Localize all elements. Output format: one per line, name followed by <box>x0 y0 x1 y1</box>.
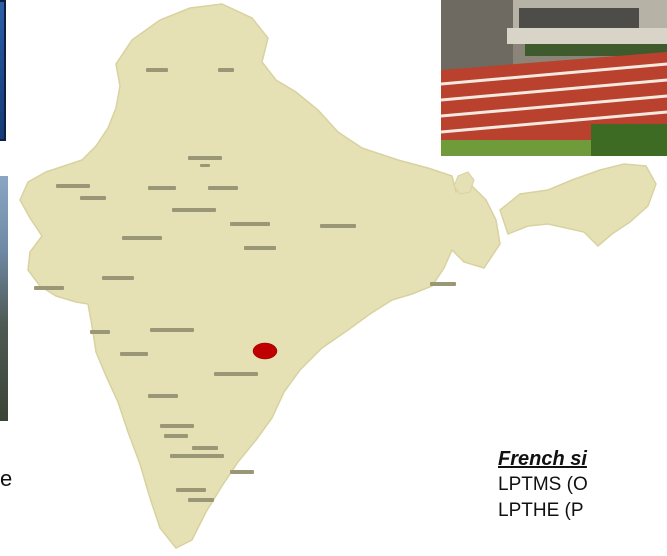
location-marker <box>252 342 278 360</box>
left-text-fragment: e <box>0 466 12 491</box>
island-shape <box>453 171 475 195</box>
french-sites-heading: French si <box>498 448 587 470</box>
cropped-city-photo <box>0 176 8 421</box>
campus-photo <box>441 0 667 156</box>
cropped-photo-blue <box>0 0 6 141</box>
map-label-blurs <box>34 68 456 502</box>
india-mainland-shape <box>19 3 501 549</box>
northeast-region-shape <box>499 163 657 248</box>
french-sites-block: French si LPTMS (O LPTHE (P <box>498 446 667 524</box>
french-site-line: LPTMS (O <box>498 474 588 495</box>
french-site-line: LPTHE (P <box>498 500 584 521</box>
